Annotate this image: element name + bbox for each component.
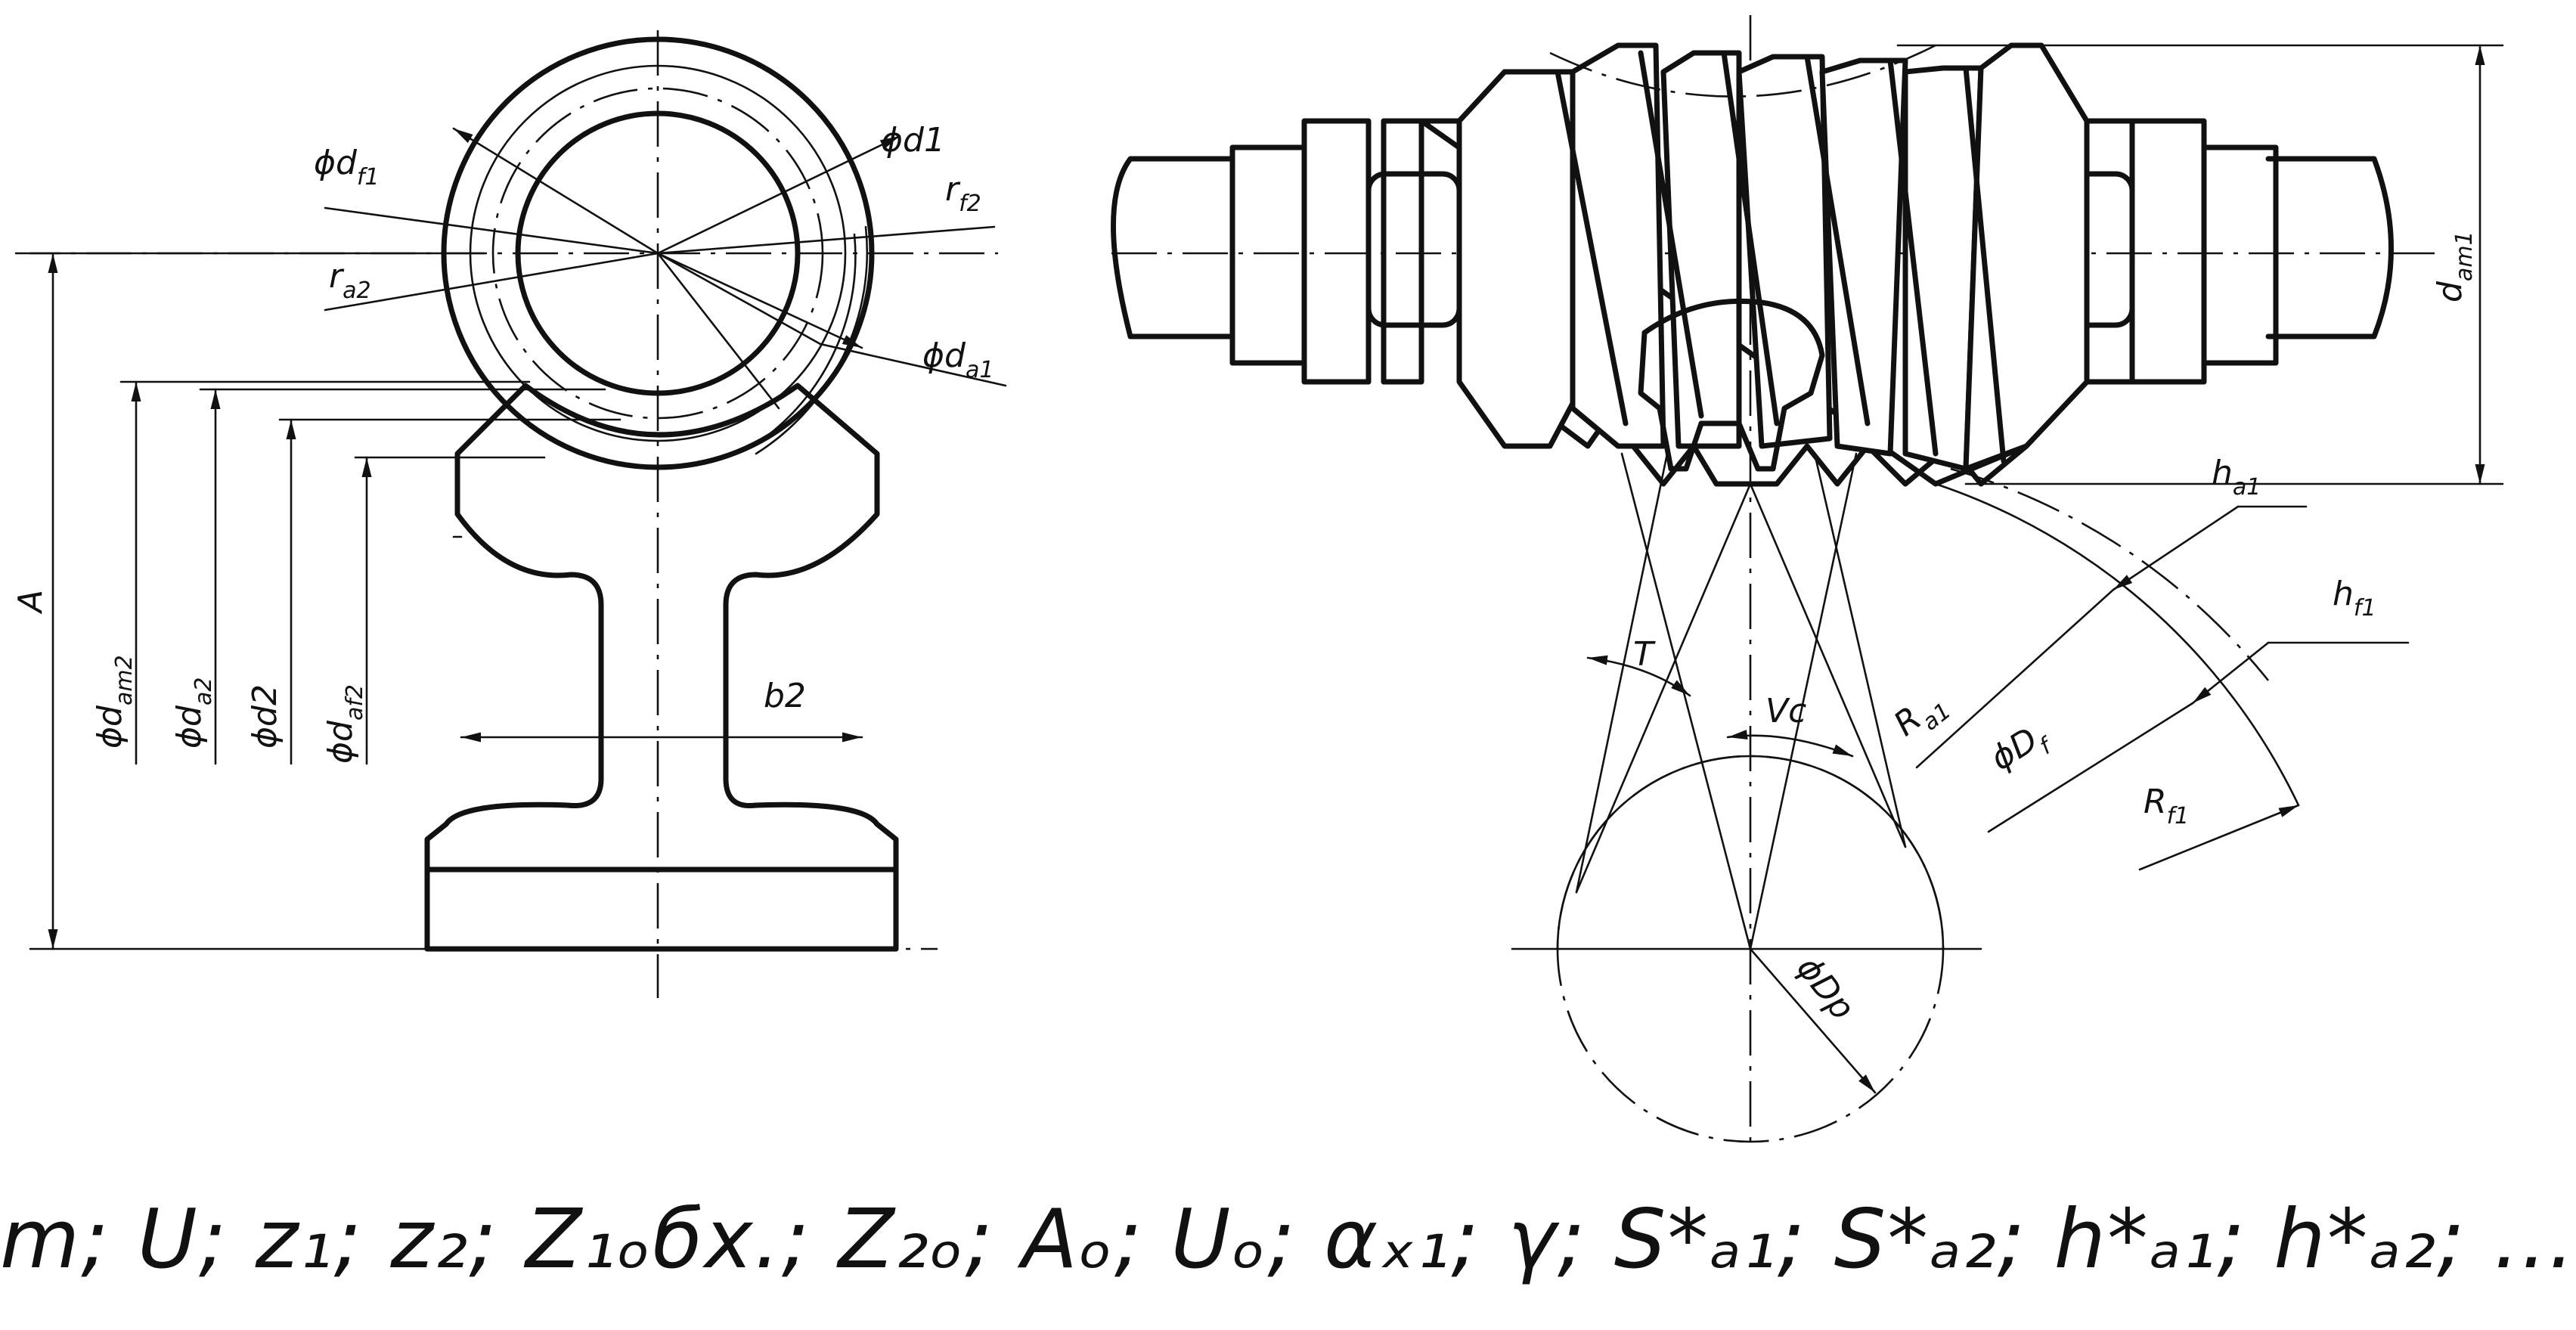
label-phi-da2: ϕda2 (170, 677, 217, 749)
dim-A (29, 252, 485, 950)
label-phi-Df: ϕDf (1984, 715, 2059, 786)
label-b2: b2 (764, 677, 806, 715)
label-Rf1: Rf1 (2144, 783, 2189, 829)
worm-top-arc (1549, 44, 1936, 98)
thread-helix-lines (1555, 50, 2007, 464)
label-dam1: dam1 (2431, 231, 2478, 302)
worm-wheel-section (424, 383, 899, 952)
right-view: dam1 ha1 hf1 T Vc Ra1 ϕDf Rf1 ϕDp (1111, 15, 2504, 1149)
radial-leaders (324, 127, 1007, 410)
wheel-tooth-section (1638, 298, 1825, 472)
generating-lines (1575, 452, 1907, 950)
label-phi-Dp: ϕDp (1789, 949, 1861, 1027)
label-phi-daf2: ϕdaf2 (321, 684, 368, 764)
label-phi-df1: ϕdf1 (314, 144, 380, 191)
right-shaft (2265, 156, 2394, 339)
label-phi-d1: ϕd1 (881, 121, 945, 160)
left-shaft (1111, 156, 1235, 339)
dim-dam1 (1896, 44, 2504, 485)
label-rf2: rf2 (945, 170, 981, 217)
ra-arc (755, 225, 869, 455)
arc-Vc (1726, 730, 1854, 758)
label-phi-dam2: ϕdam2 (91, 655, 138, 749)
worm-threads (1418, 69, 2135, 487)
label-Vc: Vc (1765, 692, 1806, 730)
left-view: ϕdf1 ra2 ϕd1 rf2 ϕda1 A ϕdam2 ϕda2 ϕd2 ϕ… (11, 30, 1007, 998)
label-ra2: ra2 (329, 257, 371, 304)
height-dims (1915, 505, 2410, 871)
wheel-hatched-section (424, 383, 899, 873)
arc-ra1 (1934, 482, 2300, 807)
hob-circle-top (1556, 755, 1945, 950)
dim-phi-dp (1749, 947, 1877, 1094)
parameter-formula: m; U; z₁; z₂; Z₁ₒбх.; Z₂ₒ; Aₒ; Uₒ; αₓ₁; … (0, 1192, 2576, 1287)
label-hf1: hf1 (2333, 575, 2376, 622)
worm-gear-drawing: ϕdf1 ra2 ϕd1 rf2 ϕda1 A ϕdam2 ϕda2 ϕd2 ϕ… (11, 15, 2504, 1149)
worm-pitch-circle (491, 87, 824, 420)
label-T: T (1633, 635, 1656, 674)
label-A: A (11, 590, 50, 615)
wheel-hub-bore (424, 867, 899, 952)
arc-T (1586, 655, 1691, 697)
label-phi-d2: ϕd2 (246, 684, 284, 749)
wheel-diameter-dims (119, 380, 622, 765)
label-phi-da1: ϕda1 (922, 336, 994, 383)
label-ha1: ha1 (2212, 454, 2261, 501)
worm-shaft-section (515, 110, 801, 396)
